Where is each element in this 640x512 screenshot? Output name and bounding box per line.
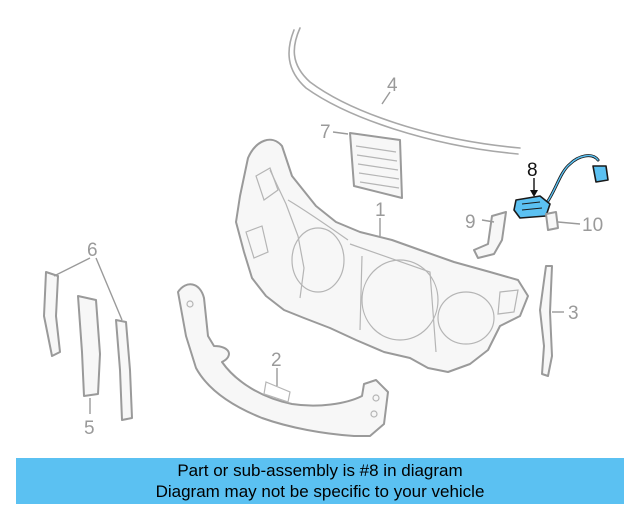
- info-banner: Part or sub-assembly is #8 in diagram Di…: [16, 458, 624, 504]
- part-1-radiator-support: [235, 138, 529, 373]
- part-2-lower-reinforcement: [177, 283, 389, 437]
- part-3-side-strip: [539, 265, 553, 377]
- callout-4: 4: [387, 75, 398, 96]
- callout-9: 9: [465, 212, 476, 233]
- callout-2: 2: [271, 350, 282, 371]
- callout-8: 8: [527, 160, 538, 181]
- part-9-bracket: [473, 211, 507, 259]
- callout-10: 10: [582, 215, 603, 236]
- callout-5: 5: [84, 418, 95, 439]
- banner-line-1: Part or sub-assembly is #8 in diagram: [177, 461, 463, 480]
- part-4-seal-strip: [288, 27, 521, 155]
- callout-6: 6: [87, 240, 98, 261]
- part-6-deflector-strips: [43, 271, 133, 421]
- part-8-sensor-harness: [513, 154, 609, 219]
- leader-lines: [53, 91, 581, 414]
- callout-3: 3: [568, 303, 579, 324]
- banner-line-2: Diagram may not be specific to your vehi…: [155, 482, 485, 501]
- callout-1: 1: [375, 200, 386, 221]
- part-5-side-seal: [77, 295, 101, 397]
- part-7-grille-panel: [349, 132, 403, 199]
- part-10-clip: [545, 211, 559, 231]
- callout-7: 7: [320, 122, 331, 143]
